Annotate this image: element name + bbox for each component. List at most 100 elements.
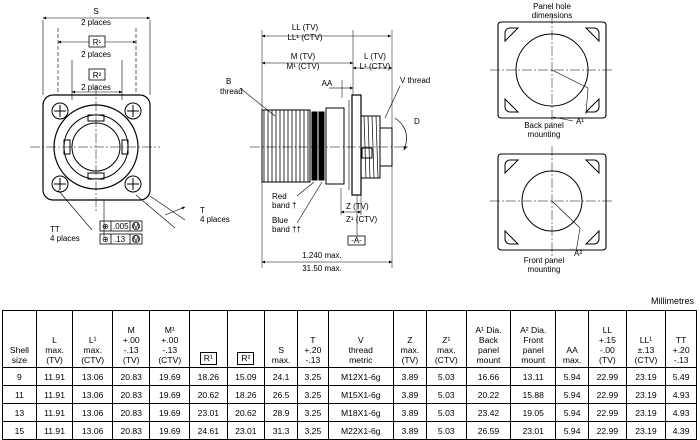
table-cell: M18X1-6g: [327, 403, 394, 422]
front-panel-label-1: Front panel: [524, 256, 565, 265]
table-cell: 11: [2, 385, 37, 404]
dim-t-label: T: [200, 206, 205, 215]
column-header-line: M¹: [164, 325, 175, 335]
table-cell: 5.94: [555, 367, 590, 386]
table-cell: 5.03: [425, 421, 467, 440]
column-header-line: AA: [566, 345, 578, 355]
column-header-line: T: [310, 335, 316, 345]
dim-z1-ctv: Z¹ (CTV): [346, 215, 377, 224]
table-cell: 19.05: [510, 403, 557, 422]
column-header-line: (CTV): [158, 355, 182, 365]
panel-hole-title-2: dimensions: [532, 11, 572, 20]
overall-length-in: 1.240 max.: [302, 251, 342, 260]
table-cell: M12X1-6g: [327, 367, 394, 386]
table-cell: 11.91: [35, 385, 74, 404]
front-panel-label-2: mounting: [528, 265, 561, 274]
column-header-line: -.13: [123, 345, 139, 355]
column-header-line: -.13: [673, 355, 689, 365]
dim-s-places: 2 places: [81, 18, 111, 27]
table-cell: 31.3: [264, 421, 299, 440]
table-cell: M15X1-6g: [327, 385, 394, 404]
column-header-line: -.13: [162, 345, 178, 355]
column-header-line: M: [127, 325, 135, 335]
overall-length-mm: 31.50 max.: [302, 264, 342, 273]
column-header: R¹: [189, 310, 228, 368]
table-cell: 13.06: [72, 367, 113, 386]
table-cell: 3.25: [297, 403, 329, 422]
panel-hole-title-1: Panel hole: [533, 2, 571, 11]
dim-r1-places: 2 places: [81, 50, 111, 59]
column-header-line: max.: [436, 345, 456, 355]
table-cell: 26.5: [264, 385, 299, 404]
column-header-line: +.00: [122, 335, 140, 345]
table-cell: 28.9: [264, 403, 299, 422]
table-cell: 5.03: [425, 385, 467, 404]
dim-tt-label: TT: [50, 225, 60, 234]
table-cell: 3.25: [297, 421, 329, 440]
table-cell: 13.06: [72, 385, 113, 404]
dim-z-tv: Z (TV): [346, 202, 369, 211]
dim-t-places: 4 places: [200, 215, 230, 224]
table-cell: 3.89: [392, 385, 427, 404]
column-header-boxed: R¹: [199, 352, 217, 365]
table-cell: M22X1-6g: [327, 421, 394, 440]
table-cell: 18.26: [189, 367, 228, 386]
table-cell: 3.89: [392, 367, 427, 386]
red-band-label-2: band †: [272, 201, 296, 210]
datum-a-label: -A-: [351, 236, 362, 245]
column-header-line: ±.13: [637, 345, 655, 355]
column-header-line: L: [52, 335, 57, 345]
column-header: TT+.20-.13: [665, 310, 697, 368]
table-cell: 20.22: [465, 385, 512, 404]
table-cell: 5.94: [555, 385, 590, 404]
column-header-line: mount: [476, 355, 501, 365]
column-header-line: (TV): [401, 355, 419, 365]
v-thread-label: V thread: [400, 76, 430, 85]
dim-ll1-ctv: LL¹ (CTV): [287, 33, 322, 42]
blue-band-label-2: band ††: [272, 225, 301, 234]
table-cell: 5.03: [425, 403, 467, 422]
table-cell: 20.83: [111, 367, 151, 386]
column-header-line: Z: [407, 335, 413, 345]
back-panel-label-2: mounting: [528, 130, 561, 139]
table-cell: 15.88: [510, 385, 557, 404]
units-label: Millimetres: [650, 296, 694, 306]
column-header-line: L¹: [88, 335, 97, 345]
dim-l1-ctv: L¹ (CTV): [360, 62, 391, 71]
column-header-line: LL¹: [639, 335, 653, 345]
dim-r2-label: R²: [93, 71, 102, 80]
column-header-line: thread: [348, 345, 373, 355]
dim-ll-tv: LL (TV): [292, 23, 319, 32]
column-header-line: A¹ Dia.: [475, 325, 502, 335]
table-cell: 23.01: [510, 421, 557, 440]
column-header-line: V: [357, 335, 364, 345]
column-header-line: Z¹: [442, 335, 451, 345]
table-cell: 16.66: [465, 367, 512, 386]
table-cell: 19.69: [149, 403, 191, 422]
column-header-line: mount: [521, 355, 546, 365]
column-header: M¹+.00-.13(CTV): [149, 310, 191, 368]
b-thread-label: thread: [220, 87, 243, 96]
table-cell: 23.01: [189, 403, 228, 422]
table-cell: 15.09: [226, 367, 266, 386]
table-cell: 3.89: [392, 403, 427, 422]
table-cell: 20.83: [111, 403, 151, 422]
dim-m-tv: M (TV): [291, 52, 316, 61]
panel-hole-views: [490, 14, 614, 258]
column-header-line: +.00: [161, 335, 179, 345]
table-cell: 23.19: [625, 421, 667, 440]
tolerance-value-1: .005: [113, 222, 129, 231]
column-header: T+.20-.13: [297, 310, 329, 368]
dim-tt-places: 4 places: [50, 234, 80, 243]
column-header-line: A² Dia.: [520, 325, 547, 335]
side-view: [239, 30, 410, 268]
table-cell: 22.99: [588, 367, 627, 386]
